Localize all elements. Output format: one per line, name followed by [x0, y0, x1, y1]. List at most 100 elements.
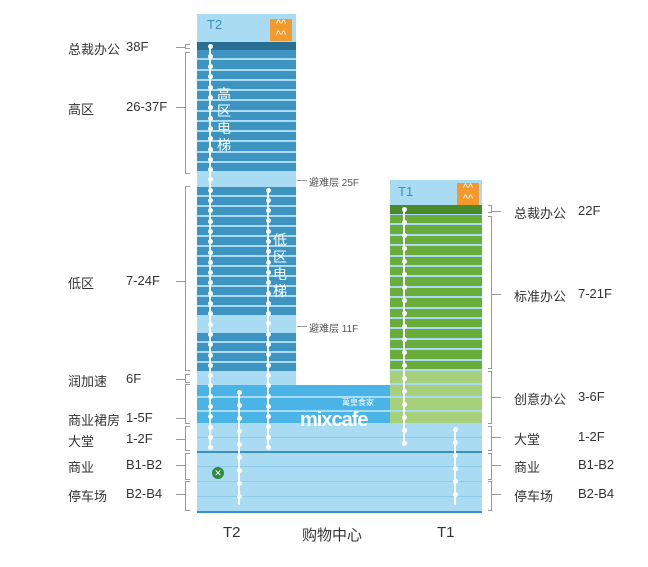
t1-elevator-stop [401, 414, 407, 420]
bracket [185, 52, 190, 174]
t2-low-floor [197, 307, 296, 315]
t1-elevator-stop [401, 375, 407, 381]
high-zone-elevator-stop [207, 53, 213, 59]
bracket [185, 374, 190, 383]
zone-floor: B1-B2 [578, 457, 615, 472]
t1-elevator-stop [401, 297, 407, 303]
low-zone-elevator-stop [265, 269, 271, 275]
zone-name: 润加速 [68, 374, 108, 389]
zone-name: 停车场 [68, 489, 108, 504]
bracket [488, 453, 492, 480]
low-zone-elevator-stop [265, 290, 271, 296]
low-zone-elevator-stop [265, 342, 271, 347]
high-zone-elevator-stop [207, 424, 213, 430]
t1-standard-floor [390, 277, 482, 286]
bottom-label-t1: T1 [437, 524, 455, 541]
high-zone-elevator-stop [207, 311, 213, 317]
t2-low-floor [197, 363, 296, 371]
t2-low-floor [197, 267, 296, 275]
podium-elevator-stop [236, 428, 242, 434]
zone-name: 高区 [68, 102, 95, 117]
mixcafe-logo-sub: 萬皇食家 [342, 398, 374, 407]
t2-high-floor [197, 142, 296, 151]
t1-tower-tag: T1 [398, 184, 414, 199]
high-zone-elevator-stop [207, 187, 213, 193]
t2-high-floor [197, 91, 296, 100]
t2-low-floor [197, 217, 296, 225]
t1-elevator-stop [401, 284, 407, 290]
podium-elevator-stop [236, 493, 242, 499]
high-zone-elevator-stop [207, 43, 213, 49]
t2-low-floor [197, 227, 296, 235]
podium-elevator-stop [236, 415, 242, 421]
t2-low-floor [197, 187, 296, 195]
t2-high-floor [197, 111, 296, 120]
high-zone-elevator-stop [207, 136, 213, 142]
ground-line [197, 451, 482, 453]
t2-floor-38 [197, 42, 296, 50]
mall-floor [197, 385, 390, 397]
refuge-floor-25: 避难层 25F [309, 178, 360, 189]
t2-logo-icon: ^^^^ [270, 19, 292, 41]
high-zone-elevator-stop [207, 352, 213, 358]
t2-high-floor [197, 162, 296, 171]
bracket [185, 426, 190, 451]
high-zone-elevator-stop [207, 228, 213, 234]
zone-floor: 1-5F [126, 410, 153, 425]
high-zone-elevator-stop [207, 373, 213, 379]
zone-name: 商业裙房 [68, 413, 121, 428]
t1-elevator-stop [401, 310, 407, 316]
low-zone-elevator-stop [265, 331, 271, 337]
zone-name: 低区 [68, 276, 95, 291]
t2-low-floor [197, 333, 296, 341]
high-zone-elevator-stop [207, 105, 213, 111]
t2-low-floor [197, 247, 296, 255]
t1-standard-floor [390, 319, 482, 328]
t1-standard-floor [390, 308, 482, 317]
t1-logo-icon: ^^^^ [457, 183, 479, 205]
t1-creative-floor [390, 411, 482, 423]
high-zone-elevator-stop [207, 362, 213, 368]
t2-high-floor [197, 80, 296, 89]
t1-elevator-stop [401, 206, 407, 212]
zone-floor: 7-21F [578, 286, 612, 301]
t1-parking-elevator-stop [452, 426, 458, 432]
low-zone-elevator-stop [265, 445, 271, 450]
high-zone-elevator-stop [207, 259, 213, 265]
t1-elevator-stop [401, 219, 407, 225]
high-zone-elevator-stop [207, 95, 213, 100]
zone-floor: 6F [126, 371, 142, 386]
high-zone-elevator-stop [207, 321, 213, 327]
t1-elevator-stop [401, 245, 407, 251]
mall-floor [197, 398, 390, 410]
t2-low-floor [197, 287, 296, 295]
bracket [185, 186, 190, 371]
bracket [488, 205, 492, 213]
lobby-floor [197, 425, 482, 437]
t2-high-floor [197, 60, 296, 69]
high-zone-elevator-stop [207, 290, 213, 296]
podium-elevator-stop [236, 402, 242, 408]
t2-high-floor [197, 70, 296, 79]
t1-elevator-stop [401, 258, 407, 264]
zone-name: 大堂 [514, 432, 541, 447]
t1-elevator-stop [401, 388, 407, 394]
t2-floor-6 [197, 373, 296, 383]
t1-creative-floor [390, 398, 482, 410]
t1-elevator-stop [401, 427, 407, 433]
high-zone-elevator-stop [207, 218, 213, 224]
zone-name: 商业 [68, 460, 95, 475]
zone-name: 标准办公 [514, 289, 567, 304]
t1-standard-floor [390, 225, 482, 234]
low-zone-elevator-label: 低区电梯 [273, 232, 287, 299]
t2-low-floor [197, 207, 296, 215]
low-zone-elevator-stop [265, 393, 271, 399]
zone-name: 停车场 [514, 489, 554, 504]
bracket [185, 44, 190, 49]
low-zone-elevator-stop [265, 403, 271, 409]
